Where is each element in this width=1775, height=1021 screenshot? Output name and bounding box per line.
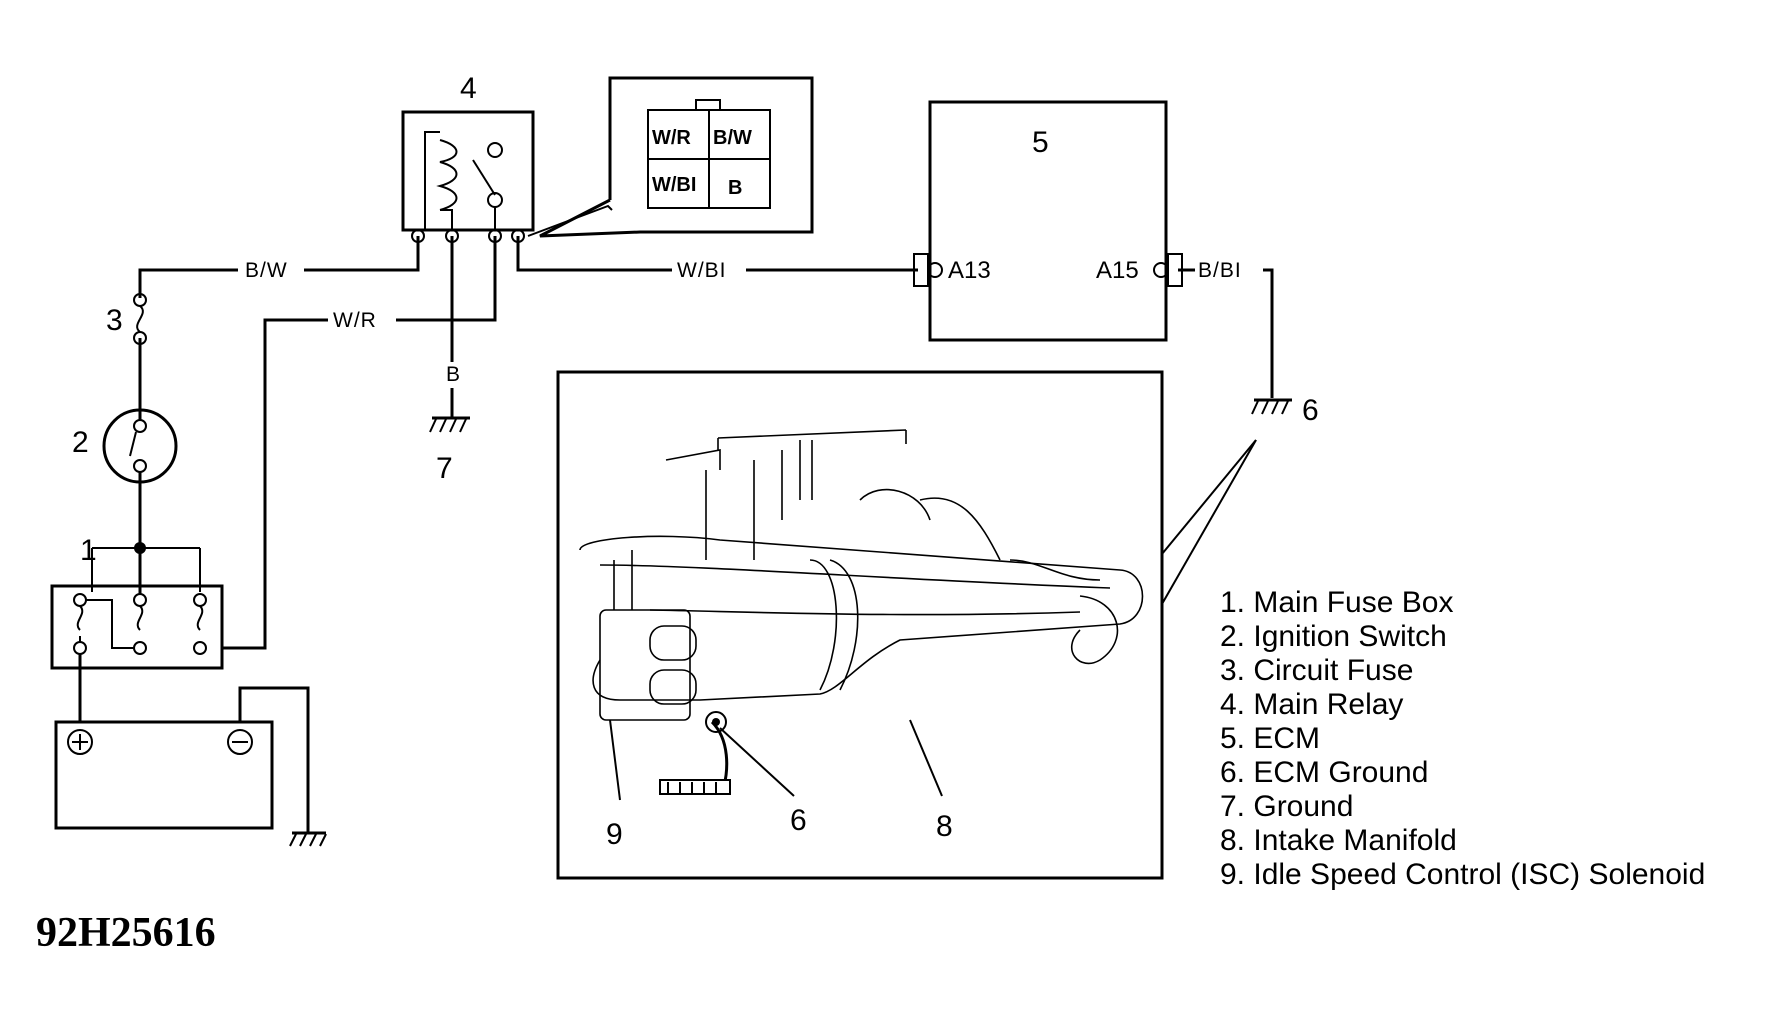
wire-bbl <box>1178 268 1274 398</box>
legend-item-7: 7. Ground <box>1220 790 1353 823</box>
leader-6 <box>719 727 795 797</box>
legend-item-4: 4. Main Relay <box>1220 688 1403 721</box>
legend-item-1: 1. Main Fuse Box <box>1220 586 1453 619</box>
wire-wbl <box>516 236 918 272</box>
ignition-switch <box>102 408 178 484</box>
main-fuse-box <box>50 542 224 738</box>
wire-label-wr: W/R <box>333 309 377 332</box>
legend-item-9: 9. Idle Speed Control (ISC) Solenoid <box>1220 858 1705 891</box>
callout-3: 3 <box>106 304 123 337</box>
battery <box>54 720 274 830</box>
ground-icon-relay <box>429 416 470 433</box>
intake-manifold-inset <box>556 370 1257 880</box>
legend-item-3: 3. Circuit Fuse <box>1220 654 1413 687</box>
circuit-fuse <box>133 293 147 345</box>
connector-cell-b: B <box>728 177 742 199</box>
relay-connector-view: W/R B/W W/BI B <box>539 76 814 238</box>
legend: 1. Main Fuse Box 2. Ignition Switch 3. C… <box>1220 586 1705 891</box>
callout-4: 4 <box>460 72 477 105</box>
pin-label-a15: A15 <box>1096 257 1139 284</box>
ecm: A13 A15 <box>913 100 1183 342</box>
main-relay <box>401 110 613 243</box>
callout-5: 5 <box>1032 126 1049 159</box>
battery-positive-icon <box>67 729 93 755</box>
ground-icon-ecm <box>1251 398 1292 415</box>
connector-cell-wbl: W/BI <box>652 174 696 196</box>
manifold-illustration <box>579 429 1144 795</box>
callout-6-inset: 6 <box>790 804 807 837</box>
figure-code: 92H25616 <box>36 910 216 956</box>
connector-cell-wr: W/R <box>652 127 691 149</box>
callout-7: 7 <box>436 452 453 485</box>
leader-9 <box>609 719 621 801</box>
wire-battery-neg <box>238 686 310 833</box>
battery-negative-icon <box>227 729 253 755</box>
callout-1: 1 <box>80 534 97 567</box>
callout-9: 9 <box>606 818 623 851</box>
callout-numbers: 4 5 3 2 1 6 7 9 6 8 <box>72 72 1319 851</box>
ground-icon-battery <box>289 831 327 847</box>
callout-6-ground: 6 <box>1302 394 1319 427</box>
connector-cell-bw: B/W <box>713 127 752 149</box>
wire-label-b: B <box>446 363 461 386</box>
wire-label-bw: B/W <box>245 259 288 282</box>
legend-item-6: 6. ECM Ground <box>1220 756 1428 789</box>
wire-label-wbl: W/BI <box>677 259 727 282</box>
callout-8: 8 <box>936 810 953 843</box>
legend-item-5: 5. ECM <box>1220 722 1320 755</box>
pin-label-a13: A13 <box>948 257 991 284</box>
leader-8 <box>909 719 943 797</box>
legend-item-2: 2. Ignition Switch <box>1220 620 1447 653</box>
wire-labels: B/W W/R B W/BI B/BI <box>238 258 1263 388</box>
wire-label-bbl: B/BI <box>1198 259 1242 282</box>
legend-item-8: 8. Intake Manifold <box>1220 824 1457 857</box>
wire-wr <box>200 236 497 650</box>
callout-2: 2 <box>72 426 89 459</box>
